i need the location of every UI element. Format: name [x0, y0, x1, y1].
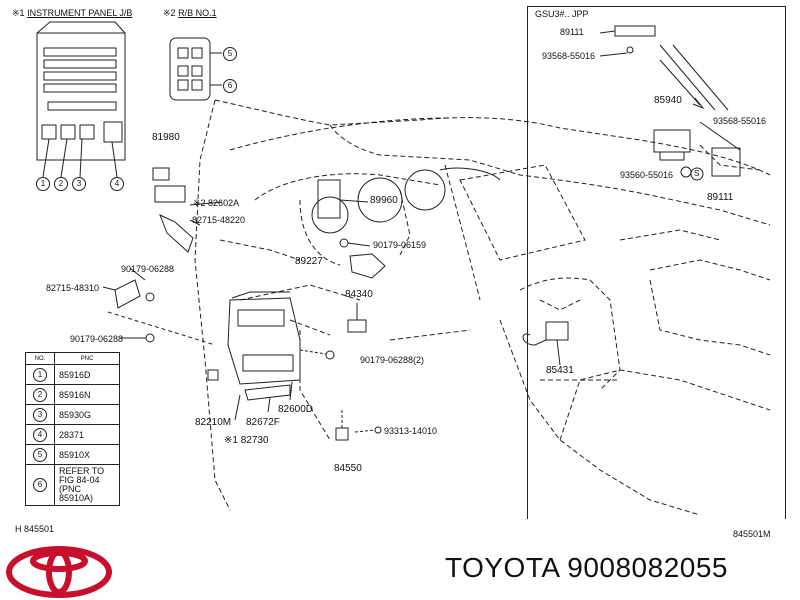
part-89227-shape: [349, 253, 386, 279]
row-no: 3: [33, 407, 47, 422]
row-no: 6: [33, 478, 47, 492]
label-90179-06159: 90179-06159: [373, 240, 427, 250]
label-93313-14010: 93313-14010: [384, 426, 438, 436]
label-84550: 84550: [334, 463, 362, 474]
row-no: 2: [33, 387, 47, 402]
row-no-cell: 4: [25, 424, 55, 445]
row-no: 1: [33, 367, 47, 382]
pnc-table-header: NO. PNC: [25, 352, 120, 365]
callout-2: 2: [54, 177, 68, 191]
toyota-logo-icon: [6, 546, 112, 598]
row-pnc-refer: REFER TO FIG 84-04 (PNC 85910A): [54, 464, 120, 506]
label-90179-06288-2: 90179-06288(2): [360, 355, 425, 365]
callout-4: 4: [110, 177, 124, 191]
label-93560-55016: 93560-55016: [620, 170, 674, 180]
label-89111-top: 89111: [560, 27, 584, 37]
callout-3: 3: [72, 177, 86, 191]
callout-3-label: 3: [72, 177, 86, 191]
label-84340: 84340: [345, 289, 373, 300]
callout-6-label: 6: [223, 79, 237, 93]
gsu-label: GSU3#.. JPP: [535, 9, 589, 19]
part-84340-shape: [347, 319, 367, 333]
label-82672F: 82672F: [246, 417, 280, 428]
ref2-mark: ※2: [163, 8, 176, 18]
part-89960-shape: [317, 179, 341, 219]
row-pnc: 85930G: [54, 404, 120, 425]
row-no: 4: [33, 427, 47, 442]
refer-line-2: FIG 84-04: [59, 475, 100, 485]
table-row: 1 85916D: [25, 364, 120, 385]
label-81980: 81980: [152, 132, 180, 143]
part-89111-right-shape: [711, 147, 741, 177]
col-no-header: NO.: [25, 352, 55, 365]
table-row: 2 85916N: [25, 384, 120, 405]
label-90179-06288-b: 90179-06288: [70, 334, 124, 344]
footer-right-code: 845501M: [733, 529, 771, 539]
ref2-label: R/B NO.1: [178, 8, 217, 18]
label-89227: 89227: [295, 256, 323, 267]
footer-left-code: H 845501: [15, 524, 55, 534]
col-pnc-header: PNC: [54, 352, 120, 365]
pointer-arrow: [659, 59, 705, 110]
label-93568-55016-right: 93568-55016: [713, 116, 767, 126]
dashboard-outline: [194, 99, 771, 516]
label-82715-48220: 82715-48220: [192, 215, 246, 225]
part-81980-shape: [152, 167, 170, 181]
row-pnc: 85916N: [54, 384, 120, 405]
table-row: 6 REFER TO FIG 84-04 (PNC 85910A): [25, 464, 120, 506]
label-89111-right: 89111: [707, 192, 734, 203]
label-93568-55016-top: 93568-55016: [542, 51, 596, 61]
label-82715-48310: 82715-48310: [46, 283, 100, 293]
table-row: 4 28371: [25, 424, 120, 445]
callout-5-label: 5: [223, 47, 237, 61]
row-no-cell: 2: [25, 384, 55, 405]
label-82730: ※1 82730: [224, 435, 269, 446]
callout-5: 5: [223, 47, 237, 61]
label-90179-06288-a: 90179-06288: [121, 264, 175, 274]
label-85940: 85940: [654, 95, 682, 106]
refer-line-3: (PNC 85910A): [59, 484, 94, 503]
instrument-panel-jb-inset: [36, 21, 126, 178]
rb-no1-inset: [169, 37, 222, 101]
row-no-cell: 5: [25, 444, 55, 465]
gsu-variant-frame: [527, 6, 786, 519]
callout-2-label: 2: [54, 177, 68, 191]
label-82210M: 82210M: [195, 417, 232, 428]
label-89960: 89960: [370, 195, 398, 206]
row-no-cell: 3: [25, 404, 55, 425]
callout-6: 6: [223, 79, 237, 93]
row-pnc: 85910X: [54, 444, 120, 465]
row-pnc: 85916D: [54, 364, 120, 385]
gauge-cluster: [311, 167, 501, 234]
table-row: 3 85930G: [25, 404, 120, 425]
shifter-85431-shape: [522, 321, 569, 366]
row-pnc: 28371: [54, 424, 120, 445]
brand-part-number: TOYOTA 9008082055: [445, 552, 728, 583]
label-82600D: 82600D: [278, 404, 314, 415]
label-85431: 85431: [546, 365, 574, 376]
s-mark-label: S: [694, 169, 700, 178]
row-no-cell: 6: [25, 464, 55, 506]
ref1-mark: ※1: [12, 8, 25, 18]
callout-4-label: 4: [110, 177, 124, 191]
part-89111-top-shape: [614, 25, 656, 37]
part-84550-shape: [335, 427, 349, 441]
pnc-table: NO. PNC 1 85916D 2 85916N 3 85930G 4 283…: [25, 352, 120, 506]
callout-1: 1: [36, 177, 50, 191]
label-82602A: ※2 82602A: [193, 198, 240, 208]
ref2-header: ※2 R/B NO.1: [163, 8, 217, 18]
row-no-cell: 1: [25, 364, 55, 385]
bracket-82715-48310-shape: [114, 279, 141, 309]
refer-line-1: REFER TO: [59, 466, 105, 476]
ref1-label: INSTRUMENT PANEL J/B: [27, 8, 133, 18]
ref1-header: ※1 INSTRUMENT PANEL J/B: [12, 8, 132, 18]
row-no: 5: [33, 447, 47, 462]
callout-1-label: 1: [36, 177, 50, 191]
junction-block-82730-shape: [227, 291, 301, 385]
table-row: 5 85910X: [25, 444, 120, 465]
s-mark: S: [691, 168, 699, 179]
